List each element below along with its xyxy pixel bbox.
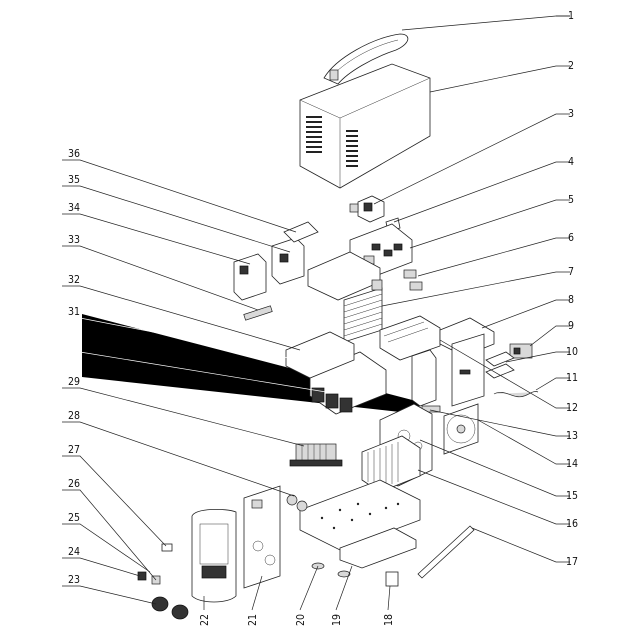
label-36: 36 <box>68 148 80 160</box>
part-feet <box>311 562 351 578</box>
label-14: 14 <box>566 458 578 470</box>
part-cable <box>493 391 539 398</box>
part-terminal-block <box>509 343 533 359</box>
part-support-bracket <box>411 349 437 407</box>
label-32: 32 <box>68 274 80 286</box>
label-28: 28 <box>68 410 80 422</box>
label-18: 18 <box>383 614 395 626</box>
leader-lines <box>62 15 570 611</box>
part-fan <box>443 403 479 455</box>
part-chassis-base <box>299 479 421 551</box>
label-15: 15 <box>566 490 578 502</box>
part-inductor <box>289 443 343 467</box>
part-small-connectors <box>137 543 173 585</box>
label-7: 7 <box>568 266 574 278</box>
part-front-frame <box>191 508 237 603</box>
part-bracket-34 <box>233 253 267 301</box>
label-9: 9 <box>568 320 574 332</box>
label-23: 23 <box>68 574 80 586</box>
label-25: 25 <box>68 512 80 524</box>
label-30: 30 <box>68 340 80 352</box>
part-bracket-pair <box>485 351 515 379</box>
part-board-32 <box>285 331 355 379</box>
part-bracket-36 <box>283 221 319 243</box>
label-4: 4 <box>568 156 574 168</box>
label-21: 21 <box>247 614 259 626</box>
part-strip <box>243 305 273 321</box>
part-connector <box>403 269 423 291</box>
label-1: 1 <box>568 10 574 22</box>
label-8: 8 <box>568 294 574 306</box>
label-6: 6 <box>568 232 574 244</box>
label-31: 31 <box>68 306 80 318</box>
left-labels: 36 35 34 33 32 31 30 29 28 27 26 25 24 2… <box>68 148 80 586</box>
label-26: 26 <box>68 478 80 490</box>
label-35: 35 <box>68 174 80 186</box>
label-29: 29 <box>68 376 80 388</box>
label-20: 20 <box>295 614 307 626</box>
label-27: 27 <box>68 444 80 456</box>
label-3: 3 <box>568 108 574 120</box>
part-switch-block <box>349 195 385 223</box>
part-bottom-plate <box>339 527 417 569</box>
label-17: 17 <box>566 556 578 568</box>
label-11: 11 <box>566 372 578 384</box>
part-side-panel <box>451 333 485 407</box>
label-16: 16 <box>566 518 578 530</box>
label-22: 22 <box>199 614 211 626</box>
part-front-knobs <box>286 494 308 512</box>
part-front-panel <box>243 485 281 589</box>
label-34: 34 <box>68 202 80 214</box>
part-flat-bar <box>417 525 475 579</box>
part-heatsink-stack <box>343 287 383 343</box>
label-24: 24 <box>68 546 80 558</box>
part-heatsink <box>361 435 421 493</box>
label-13: 13 <box>566 430 578 442</box>
label-2: 2 <box>568 60 574 72</box>
bottom-labels: 22 21 20 19 18 <box>199 614 395 626</box>
part-transformer-block <box>379 315 441 361</box>
label-12: 12 <box>566 402 578 414</box>
part-small-box <box>385 571 399 587</box>
label-33: 33 <box>68 234 80 246</box>
label-10: 10 <box>566 346 578 358</box>
part-handle <box>323 33 409 85</box>
part-terminals <box>151 596 189 620</box>
part-bracket-35 <box>271 237 305 285</box>
label-19: 19 <box>331 614 343 626</box>
label-5: 5 <box>568 194 574 206</box>
part-control-board <box>307 251 383 301</box>
right-labels: 1 2 3 4 5 6 7 8 9 10 11 12 13 14 15 16 1… <box>566 10 578 568</box>
part-cover <box>299 63 431 189</box>
